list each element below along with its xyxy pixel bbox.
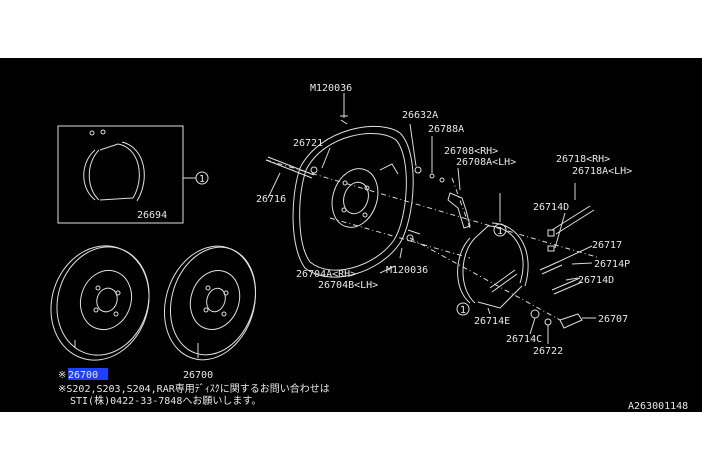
- label-26708rh: 26708<RH>: [444, 146, 498, 157]
- label-26718rh: 26718<RH>: [556, 154, 610, 165]
- label-26632a: 26632A: [402, 110, 438, 121]
- note-line-1: ※S202,S203,S204,RAR専用ﾃﾞｨｽｸに関するお問い合わせは: [58, 382, 330, 395]
- label-26694: 26694: [137, 210, 167, 221]
- label-m120036-top: M120036: [310, 83, 352, 94]
- disc-rotor-left: [50, 245, 150, 361]
- label-26718alh: 26718A<LH>: [572, 166, 632, 177]
- label-26714p: 26714P: [594, 259, 630, 270]
- label-26704blh: 26704B<LH>: [318, 280, 378, 291]
- label-26708alh: 26708A<LH>: [456, 157, 516, 168]
- backing-plate: [292, 126, 414, 278]
- callout-1-text: 1: [199, 174, 205, 185]
- label-26714e: 26714E: [474, 316, 510, 327]
- diagram-code: A263001148: [628, 401, 688, 412]
- label-26788a: 26788A: [428, 124, 464, 135]
- callout-1b-text: 1: [497, 226, 503, 237]
- callout-circle-1: [195, 171, 209, 185]
- label-26714c: 26714C: [506, 334, 542, 345]
- shoe-assembly-right: 1 1: [456, 222, 529, 316]
- parts-diagram: 1 26694 ※ 26700 26700: [0, 58, 702, 412]
- label-26721: 26721: [293, 138, 323, 149]
- highlight-mark: ※: [58, 370, 66, 381]
- disc-rotor-right: [163, 245, 257, 361]
- label-26714d-b: 26714D: [578, 275, 614, 286]
- label-26707: 26707: [598, 314, 628, 325]
- label-26722: 26722: [533, 346, 563, 357]
- label-26700-highlighted[interactable]: 26700: [68, 370, 98, 381]
- label-m120036-bottom: M120036: [386, 265, 428, 276]
- label-26717: 26717: [592, 240, 622, 251]
- callout-1c-text: 1: [460, 305, 466, 316]
- diagram-canvas: 1 26694 ※ 26700 26700: [50, 83, 688, 412]
- note-line-2: STI(株)0422-33-7848へお願いします。: [70, 394, 261, 407]
- highlight-box: [68, 368, 108, 380]
- label-26700: 26700: [183, 370, 213, 381]
- spring-26718: [547, 205, 595, 237]
- label-26716: 26716: [256, 194, 286, 205]
- label-26704arh: 26704A<RH>: [296, 269, 356, 280]
- shoe-kit-box: 1: [57, 125, 209, 224]
- label-26714d-a: 26714D: [533, 202, 569, 213]
